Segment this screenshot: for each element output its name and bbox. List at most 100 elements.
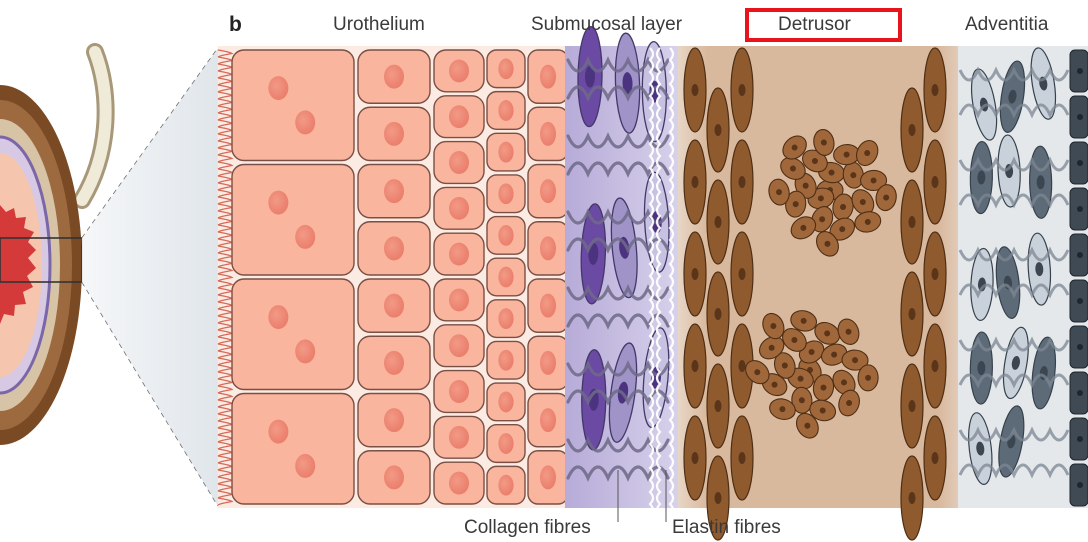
- nucleus: [739, 360, 746, 372]
- nucleus: [739, 268, 746, 280]
- label-elastin-fibres: Elastin fibres: [672, 518, 781, 537]
- label-collagen-fibres: Collagen fibres: [464, 518, 591, 537]
- nucleus: [1077, 206, 1083, 212]
- mesothelial-cell: [1070, 50, 1088, 92]
- nucleus: [498, 100, 513, 121]
- smooth-muscle-cell: [924, 416, 946, 500]
- smooth-muscle-cell: [684, 140, 706, 224]
- urothelial-cell: [358, 279, 430, 332]
- adventitia-layer: [958, 46, 1088, 508]
- urothelial-cell: [434, 142, 484, 184]
- smooth-muscle-cell: [924, 48, 946, 132]
- nucleus: [449, 334, 469, 357]
- urothelial-cell: [487, 466, 525, 504]
- nucleus: [295, 454, 315, 478]
- nucleus: [715, 308, 722, 320]
- urothelial-cell: [528, 222, 568, 275]
- nucleus: [909, 492, 916, 504]
- urothelial-cell: [358, 50, 430, 103]
- nucleus: [909, 308, 916, 320]
- smooth-muscle-cell: [707, 272, 729, 356]
- nucleus: [715, 492, 722, 504]
- urothelial-cell: [487, 217, 525, 255]
- adventitial-cell: [970, 332, 993, 404]
- nucleus: [449, 105, 469, 128]
- nucleus: [1077, 298, 1083, 304]
- nucleus: [1077, 160, 1083, 166]
- urothelial-cell: [358, 394, 430, 447]
- smooth-muscle-cell: [731, 140, 753, 224]
- smooth-muscle-cell: [924, 140, 946, 224]
- urothelial-cell: [487, 175, 525, 213]
- muscle-cell-cross-section: [858, 365, 879, 391]
- nucleus: [449, 426, 469, 449]
- label-submucosal-layer: Submucosal layer: [531, 15, 682, 34]
- detrusor-layer: [678, 46, 968, 540]
- smooth-muscle-cell: [924, 232, 946, 316]
- urothelial-cell: [232, 50, 354, 161]
- nucleus: [449, 472, 469, 495]
- smooth-muscle-cell: [707, 88, 729, 172]
- urothelial-cell: [487, 425, 525, 463]
- nucleus: [384, 408, 404, 432]
- urothelial-cell: [358, 165, 430, 218]
- urothelial-cell: [358, 222, 430, 275]
- nucleus: [449, 380, 469, 403]
- mesothelial-cell: [1070, 188, 1088, 230]
- urothelial-cell: [487, 133, 525, 171]
- nucleus: [449, 243, 469, 266]
- nucleus: [540, 65, 556, 89]
- nucleus: [692, 360, 699, 372]
- nucleus: [909, 216, 916, 228]
- urothelial-cell: [528, 336, 568, 389]
- nucleus: [540, 122, 556, 146]
- urothelial-cell: [528, 451, 568, 504]
- urothelial-cell: [528, 394, 568, 447]
- nucleus: [449, 197, 469, 220]
- urothelium-layer: [218, 46, 578, 508]
- mesothelial-cell: [1070, 280, 1088, 322]
- nucleus: [295, 225, 315, 249]
- nucleus: [384, 236, 404, 260]
- urothelial-cell: [434, 371, 484, 413]
- nucleus: [692, 84, 699, 96]
- nucleus: [540, 294, 556, 318]
- nucleus: [498, 58, 513, 79]
- nucleus: [384, 351, 404, 375]
- nucleus: [739, 452, 746, 464]
- fibroblast-cell: [581, 350, 606, 450]
- submucosal-layer: [565, 26, 685, 516]
- urothelial-cell: [487, 383, 525, 421]
- nucleus: [1077, 482, 1083, 488]
- urothelial-cell: [434, 416, 484, 458]
- urothelial-cell: [528, 279, 568, 332]
- nucleus: [932, 452, 939, 464]
- smooth-muscle-cell: [707, 180, 729, 264]
- nucleus: [268, 420, 288, 444]
- bladder-cross-section: [0, 48, 218, 506]
- nucleus: [498, 350, 513, 371]
- nucleus: [498, 225, 513, 246]
- nucleus: [540, 236, 556, 260]
- smooth-muscle-cell: [731, 232, 753, 316]
- smooth-muscle-cell: [731, 416, 753, 500]
- nucleus: [268, 191, 288, 215]
- urothelial-cell: [487, 92, 525, 130]
- nucleus: [932, 360, 939, 372]
- nucleus: [1077, 436, 1083, 442]
- nucleus: [1077, 390, 1083, 396]
- urothelial-cell: [487, 50, 525, 88]
- label-adventitia: Adventitia: [965, 15, 1048, 34]
- urothelial-cell: [487, 258, 525, 296]
- urothelial-cell: [434, 50, 484, 92]
- nucleus: [498, 142, 513, 163]
- urothelial-cell: [434, 96, 484, 138]
- nucleus: [498, 392, 513, 413]
- nucleus: [739, 176, 746, 188]
- nucleus: [449, 151, 469, 174]
- urothelial-cell: [487, 341, 525, 379]
- smooth-muscle-cell: [731, 48, 753, 132]
- nucleus: [295, 339, 315, 363]
- urothelial-cell: [358, 107, 430, 160]
- nucleus: [692, 452, 699, 464]
